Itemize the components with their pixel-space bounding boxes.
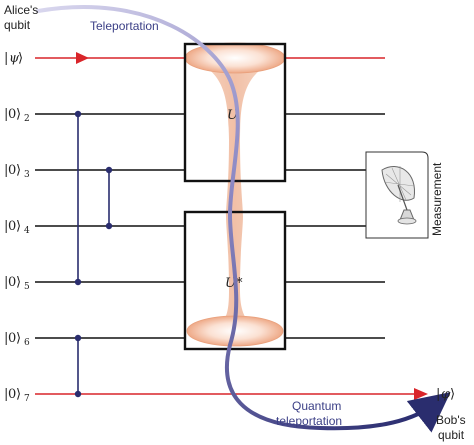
svg-text:0: 0	[8, 275, 16, 290]
teleportation-label: Teleportation	[90, 19, 159, 33]
svg-text:7: 7	[24, 394, 30, 404]
svg-text:2: 2	[24, 114, 30, 124]
svg-text:⟩: ⟩	[16, 219, 21, 234]
svg-text:|: |	[4, 163, 8, 178]
svg-text:⟩: ⟩	[16, 331, 21, 346]
qubit-label-6: | 0 ⟩ 6	[4, 331, 30, 348]
qubit-label-4: | 0 ⟩ 4	[4, 219, 30, 236]
output-phi-label: | φ ⟩	[436, 387, 455, 402]
svg-text:|: |	[4, 107, 8, 122]
measurement-device: Measurement	[365, 151, 444, 239]
bob-label-line1: Bob's	[436, 413, 466, 427]
gate-u-star-box	[183, 210, 287, 351]
svg-text:|: |	[4, 387, 8, 402]
svg-text:0: 0	[8, 163, 16, 178]
arrow-psi	[76, 52, 89, 64]
svg-text:|: |	[436, 387, 440, 402]
gate-u-box	[183, 42, 287, 183]
qubit-label-1: | ψ ⟩	[4, 51, 23, 66]
svg-text:0: 0	[8, 331, 16, 346]
satellite-dish-icon	[381, 166, 417, 225]
bob-label-line2: qubit	[438, 428, 465, 442]
svg-text:0: 0	[8, 219, 16, 234]
svg-text:3: 3	[24, 170, 30, 180]
alice-label-line2: qubit	[4, 18, 31, 32]
qubit-labels: | ψ ⟩ | 0 ⟩ 2 | 0 ⟩ 3 | 0 ⟩ 4 | 0 ⟩ 5	[4, 51, 455, 404]
svg-text:5: 5	[24, 282, 30, 292]
svg-text:⟩: ⟩	[16, 275, 21, 290]
svg-text:φ: φ	[441, 387, 451, 402]
svg-text:|: |	[4, 275, 8, 290]
qubit-label-5: | 0 ⟩ 5	[4, 275, 30, 292]
measurement-label: Measurement	[430, 162, 444, 236]
svg-text:⟩: ⟩	[450, 387, 455, 402]
svg-text:⟩: ⟩	[16, 387, 21, 402]
svg-text:⟩: ⟩	[18, 51, 23, 66]
qubit-1-ket: ψ	[9, 51, 20, 66]
qubit-label-3: | 0 ⟩ 3	[4, 163, 30, 180]
arrow-phi	[414, 388, 428, 400]
svg-text:⟩: ⟩	[16, 163, 21, 178]
svg-text:0: 0	[8, 387, 16, 402]
svg-text:4: 4	[24, 226, 30, 236]
svg-text:|: |	[4, 51, 8, 66]
svg-text:0: 0	[8, 107, 16, 122]
qubit-label-7: | 0 ⟩ 7	[4, 387, 30, 404]
quantum-teleportation-line2: teleportation	[276, 414, 342, 428]
svg-text:|: |	[4, 219, 8, 234]
entanglement-connectors	[74, 110, 113, 398]
quantum-teleportation-line1: Quantum	[292, 399, 341, 413]
svg-text:|: |	[4, 331, 8, 346]
svg-text:⟩: ⟩	[16, 107, 21, 122]
qubit-label-2: | 0 ⟩ 2	[4, 107, 30, 124]
svg-text:6: 6	[24, 338, 30, 348]
alice-label-line1: Alice's	[4, 3, 38, 17]
teleportation-path	[36, 5, 451, 433]
